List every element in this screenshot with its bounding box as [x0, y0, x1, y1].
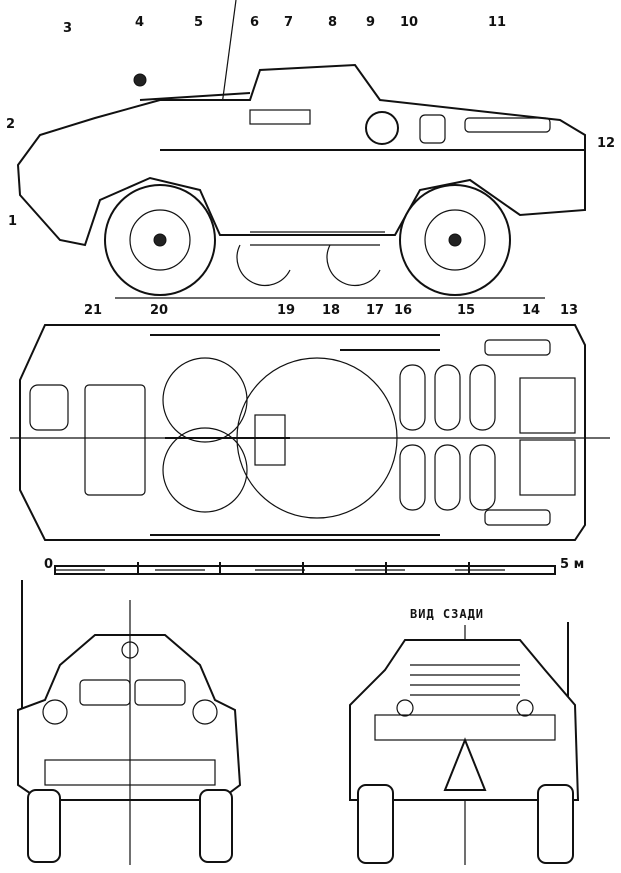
callout-12: 12	[597, 136, 615, 151]
callouts: 1 2 3 4 5 6 7 8 9 10 11 12 13 14 15 16 1…	[6, 15, 615, 318]
callout-19: 19	[277, 303, 295, 318]
callout-4: 4	[135, 15, 144, 30]
roof-hatches	[399, 364, 576, 511]
top-view	[10, 324, 610, 541]
callout-21: 21	[84, 303, 102, 318]
callout-11: 11	[488, 15, 506, 30]
callout-1: 1	[8, 214, 17, 229]
rear-right-wheel	[537, 784, 574, 864]
rear-view-caption: ВИД СЗАДИ	[410, 607, 484, 621]
callout-6: 6	[250, 15, 259, 30]
callout-13: 13	[560, 303, 578, 318]
side-view	[16, 0, 586, 299]
callout-10: 10	[400, 15, 418, 30]
rear-left-wheel	[357, 784, 394, 864]
callout-2: 2	[6, 117, 15, 132]
callout-16: 16	[394, 303, 412, 318]
front-right-wheel	[199, 789, 233, 863]
scale-bar: 0 5 м	[44, 557, 584, 575]
scale-start-label: 0	[44, 557, 53, 572]
callout-7: 7	[284, 15, 293, 30]
callout-15: 15	[457, 303, 475, 318]
rear-view: ВИД СЗАДИ	[349, 607, 580, 865]
front-view	[17, 580, 242, 865]
callout-20: 20	[150, 303, 168, 318]
callout-18: 18	[322, 303, 340, 318]
callout-3: 3	[63, 21, 72, 36]
callout-9: 9	[366, 15, 375, 30]
callout-8: 8	[328, 15, 337, 30]
front-left-wheel	[27, 789, 61, 863]
callout-5: 5	[194, 15, 203, 30]
scale-end-label: 5 м	[560, 557, 584, 572]
callout-14: 14	[522, 303, 540, 318]
callout-17: 17	[366, 303, 384, 318]
